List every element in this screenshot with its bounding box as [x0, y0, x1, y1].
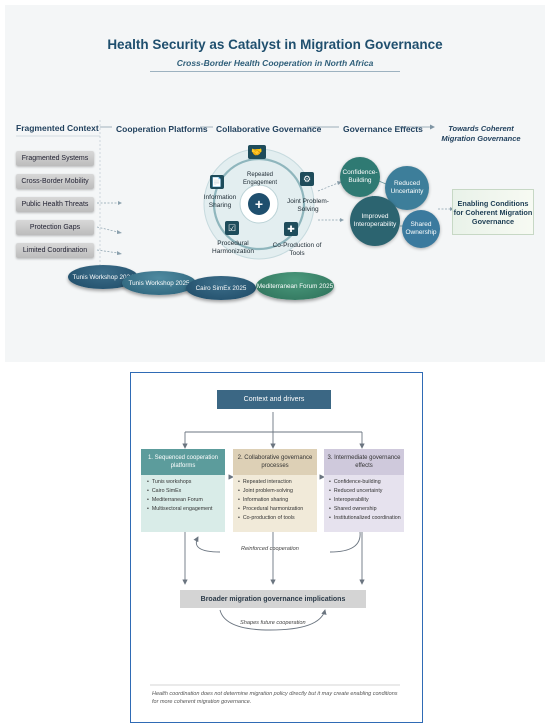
cycle-co-production: Co-Production of Tools — [272, 242, 322, 257]
col2-header: 2. Collaborative governance processes — [233, 449, 317, 475]
cycle-repeated-engagement: Repeated Engagement — [242, 172, 278, 186]
stage-heading-platforms: Cooperation Platforms — [116, 124, 208, 134]
effect-improved-interoperability: Improved Interoperability — [350, 196, 400, 246]
outcome-box: Enabling Conditions for Coherent Migrati… — [452, 189, 534, 235]
platform-med-forum: Mediterranean Forum 2025 — [256, 272, 334, 300]
gears-icon: ⚙ — [300, 172, 314, 186]
list-item: Mediterranean Forum — [147, 496, 213, 505]
list-item: Shared ownership — [329, 505, 401, 514]
list-item: Multisectoral engagement — [147, 505, 213, 514]
list-item: Joint problem-solving — [238, 487, 303, 496]
effect-shared-ownership: Shared Ownership — [402, 210, 440, 248]
list-item: Repeated interaction — [238, 478, 303, 487]
handshake-icon: 🤝 — [248, 145, 266, 159]
tools-icon: ✚ — [284, 222, 298, 236]
framework-panel — [130, 372, 423, 723]
stage-heading-context: Fragmented Context — [16, 123, 99, 133]
list-item: Interoperability — [329, 496, 401, 505]
col2-list: Repeated interaction Joint problem-solvi… — [238, 478, 303, 523]
stage-heading-governance: Collaborative Governance — [216, 124, 322, 134]
list-item: Cairo SimEx — [147, 487, 213, 496]
list-item: Tunis workshops — [147, 478, 213, 487]
platform-tunis-2025: Tunis Workshop 2025 — [122, 271, 196, 295]
framework-connectors — [150, 412, 400, 686]
context-item: Public Health Threats — [16, 197, 94, 212]
effect-confidence: Confidence-Building — [340, 157, 380, 197]
list-item: Procedural harmonization — [238, 505, 303, 514]
list-item: Institutionalized coordination — [329, 514, 401, 523]
context-item: Protection Gaps — [16, 220, 94, 235]
list-item: Information sharing — [238, 496, 303, 505]
context-item: Cross-Border Mobility — [16, 174, 94, 189]
context-item: Fragmented Systems — [16, 151, 94, 166]
page-subtitle: Cross-Border Health Cooperation in North… — [176, 58, 374, 68]
broader-implications-box: Broader migration governance implication… — [180, 590, 366, 608]
col3-header: 3. Intermediate governance effects — [324, 449, 404, 475]
context-drivers-box: Context and drivers — [217, 390, 331, 409]
list-item: Confidence-building — [329, 478, 401, 487]
checklist-icon: ☑ — [225, 221, 239, 235]
cycle-joint-problem-solving: Joint Problem-Solving — [287, 198, 329, 213]
context-item: Limited Coordination — [16, 243, 94, 258]
platform-cairo-simex: Cairo SimEx 2025 — [186, 276, 256, 300]
title-divider — [150, 71, 400, 72]
stage-heading-towards: Towards Coherent Migration Governance — [441, 124, 521, 143]
footnote: Health coordination does not determine m… — [152, 691, 398, 705]
cycle-information-sharing: Information Sharing — [203, 194, 237, 209]
document-icon: 📄 — [210, 175, 224, 189]
list-item: Co-production of tools — [238, 514, 303, 523]
col3-list: Confidence-building Reduced uncertainty … — [329, 478, 401, 523]
cycle-procedural-harmonization: Procedural Harmonization — [212, 240, 254, 255]
col1-list: Tunis workshops Cairo SimEx Mediterranea… — [147, 478, 213, 514]
shapes-label: Shapes future cooperation — [240, 620, 306, 626]
health-cross-icon: + — [248, 193, 270, 215]
page-title: Health Security as Catalyst in Migration… — [107, 37, 443, 52]
stage-heading-effects: Governance Effects — [343, 124, 423, 134]
list-item: Reduced uncertainty — [329, 487, 401, 496]
col1-header: 1. Sequenced cooperation platforms — [141, 449, 225, 475]
reinforced-label: Reinforced cooperation — [241, 546, 299, 552]
